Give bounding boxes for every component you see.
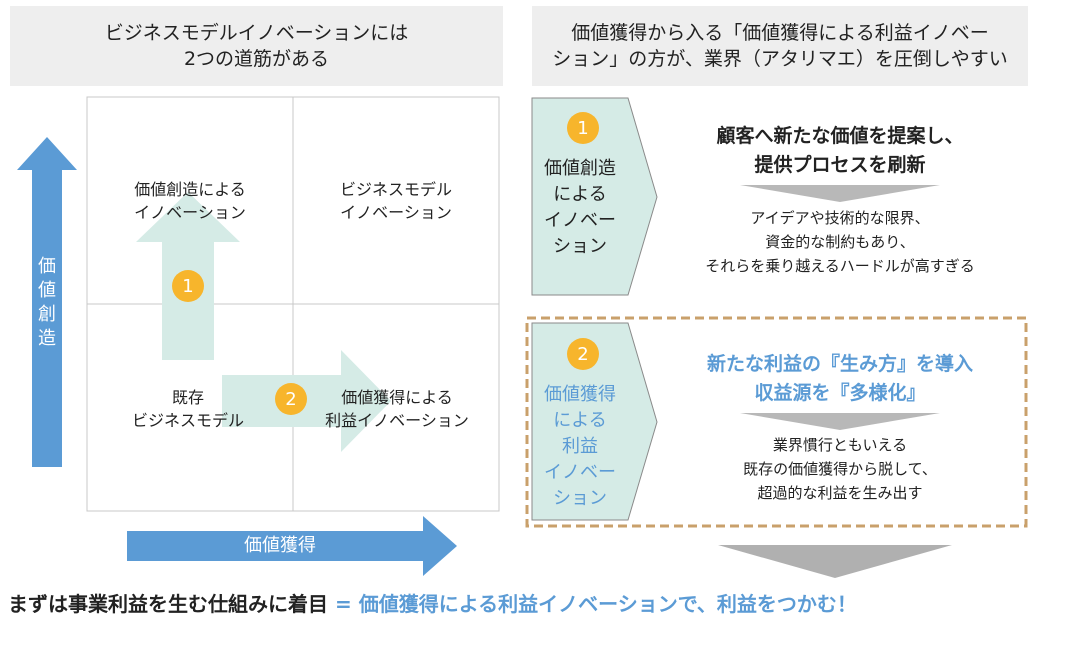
- cell-value-creation-innovation: 価値創造による イノベーション: [134, 180, 246, 222]
- conclusion-down-arrow: [718, 545, 952, 578]
- value-capture-axis-label: 価値獲得: [244, 535, 316, 556]
- value-creation-axis-label: 価 値 創 造: [38, 256, 56, 349]
- left-header: ビジネスモデルイノベーションには 2つの道筋がある: [10, 6, 503, 86]
- path1-number-badge: 1: [567, 112, 599, 144]
- path2-detail: 業界慣行ともいえる 既存の価値獲得から脱して、 超過的な利益を生み出す: [743, 436, 937, 502]
- conclusion-prefix: まずは事業利益を生む仕組みに着目: [8, 592, 328, 616]
- path1-label: 価値創造 による イノベー ション: [544, 158, 616, 257]
- right-header: 価値獲得から入る「価値獲得による利益イノベー ション」の方が、業界（アタリマエ）…: [532, 6, 1028, 86]
- matrix-graphics: [17, 96, 500, 576]
- cell-profit-innovation: 価値獲得による 利益イノベーション: [325, 388, 469, 430]
- path1-label-shape: [531, 97, 658, 296]
- path1-detail: アイデアや技術的な限界、 資金的な制約もあり、 それらを乗り越えるハードルが高す…: [705, 209, 975, 275]
- path-panels-graphics: [525, 97, 1028, 578]
- path2-highlight-box: [525, 316, 1028, 528]
- marker-1-badge: 1: [172, 270, 204, 302]
- path2-label: 価値獲得 による 利益 イノベー ション: [544, 384, 616, 509]
- marker-2-badge: 2: [275, 383, 307, 415]
- path2-label-shape: [531, 322, 658, 521]
- path1-down-arrow: [740, 185, 940, 202]
- path2-number-badge: 2: [567, 338, 599, 370]
- cell-existing-business-model: 既存 ビジネスモデル: [131, 388, 244, 430]
- value-creation-axis-arrow: [17, 137, 77, 467]
- path2-headline: 新たな利益の『生み方』を導入 収益源を『多様化』: [706, 353, 973, 404]
- cell-business-model-innovation: ビジネスモデル イノベーション: [339, 180, 452, 222]
- conclusion-equals: =: [334, 592, 352, 616]
- path1-headline: 顧客へ新たな価値を提案し、 提供プロセスを刷新: [716, 125, 964, 176]
- value-capture-axis-arrow: [127, 516, 457, 576]
- conclusion: まずは事業利益を生む仕組みに着目 = 価値獲得による利益イノベーションで、利益を…: [8, 589, 1078, 619]
- conclusion-highlight: 価値獲得による利益イノベーションで、利益をつかむ！: [358, 592, 857, 616]
- path2-down-arrow: [740, 413, 940, 430]
